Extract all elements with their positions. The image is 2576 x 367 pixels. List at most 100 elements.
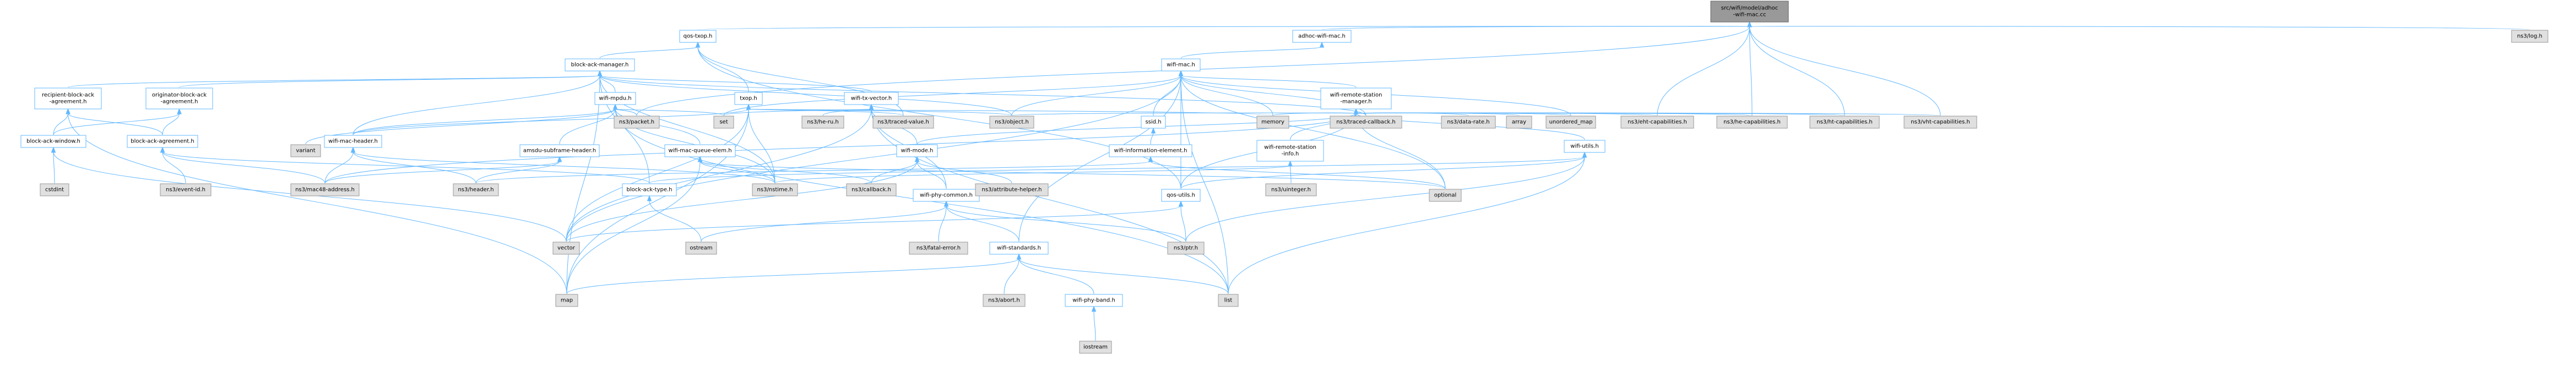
node-ns3-packet-h: ns3/packet.h — [614, 116, 660, 129]
edge-block-ack-agreement-h-to-ns3-mac48-address-h — [160, 146, 326, 184]
edge-root-to-ns3-ht-capabilities-h — [1747, 21, 1845, 116]
node-box — [844, 92, 899, 105]
node-ns3-fatal-error-h: ns3/fatal-error.h — [909, 242, 968, 255]
node-label: adhoc-wifi-mac.h — [1298, 34, 1346, 40]
node-ns3-vht-capabilities-h: ns3/vht-capabilities.h — [1903, 116, 1977, 129]
edge-wifi-utils-h-to-list — [1228, 151, 1587, 294]
node-wifi-remote-station-manager-h[interactable]: wifi-remote-station-manager.h — [1320, 87, 1392, 109]
node-wifi-mac-queue-elem-h[interactable]: wifi-mac-queue-elem.h — [664, 144, 736, 157]
node-wifi-mac-header-h[interactable]: wifi-mac-header.h — [324, 135, 382, 148]
edge-root-to-adhoc-wifi-mac-h — [1321, 21, 1752, 30]
node-wifi-standards-h[interactable]: wifi-standards.h — [989, 242, 1049, 255]
node-label: qos-utils.h — [1167, 193, 1195, 199]
node-originator-block-ack-agreement-h[interactable]: originator-block-ack-agreement.h — [145, 87, 213, 109]
edge-block-ack-manager-h-to-wifi-mac-header-h — [352, 70, 603, 135]
node-label: ssid.h — [1145, 119, 1161, 125]
node-recipient-block-ack-agreement-h[interactable]: recipient-block-ack-agreement.h — [34, 87, 102, 109]
node-ns3-traced-value-h: ns3/traced-value.h — [872, 116, 934, 129]
node-array: array — [1506, 116, 1532, 129]
node-wifi-mac-h[interactable]: wifi-mac.h — [1161, 58, 1201, 72]
node-box — [1292, 30, 1352, 43]
node-label: ns3/nstime.h — [757, 187, 793, 193]
node-block-ack-agreement-h[interactable]: block-ack-agreement.h — [127, 135, 198, 148]
edge-wifi-mac-h-to-memory — [1178, 70, 1273, 116]
node-label: ns3/event-id.h — [166, 187, 205, 193]
node-box — [1620, 116, 1694, 129]
node-memory: memory — [1256, 116, 1289, 129]
edge-wifi-tx-vector-h-to-vector — [566, 103, 874, 242]
node-label: map — [561, 298, 573, 304]
node-box — [1545, 116, 1596, 129]
node-root: src/wifi/model/adhoc-wifi-mac.cc — [1710, 1, 1789, 23]
edge-wifi-remote-station-manager-h-to-ns3-ht-capabilities-h — [1353, 108, 1845, 116]
node-unordered_map: unordered_map — [1545, 116, 1596, 129]
node-label: ns3/fatal-error.h — [916, 245, 961, 251]
node-txop-h[interactable]: txop.h — [734, 92, 763, 105]
node-block-ack-type-h[interactable]: block-ack-type.h — [622, 183, 677, 196]
node-box — [1809, 116, 1880, 129]
edge-wifi-standards-h-to-ns3-abort-h — [1004, 253, 1022, 294]
node-ns3-object-h: ns3/object.h — [989, 116, 1034, 129]
edge-originator-block-ack-agreement-h-to-block-ack-window-h — [53, 108, 182, 135]
node-wifi-tx-vector-h[interactable]: wifi-tx-vector.h — [844, 92, 899, 105]
node-box — [622, 183, 677, 196]
node-box — [40, 183, 69, 196]
node-label: ns3/callback.h — [852, 187, 891, 193]
edge-root-to-ns3-log-h — [1747, 21, 2530, 30]
node-label: ns3/log.h — [2517, 34, 2542, 40]
edge-originator-block-ack-agreement-h-to-block-ack-agreement-h — [162, 108, 182, 135]
node-label: wifi-remote-station — [1330, 92, 1382, 98]
node-ssid-h[interactable]: ssid.h — [1141, 116, 1166, 129]
node-wifi-phy-common-h[interactable]: wifi-phy-common.h — [913, 189, 980, 202]
edge-wifi-standards-h-to-wifi-phy-band-h — [1016, 253, 1094, 294]
node-block-ack-manager-h[interactable]: block-ack-manager.h — [565, 58, 635, 72]
node-ns3-attribute-helper-h: ns3/attribute-helper.h — [975, 183, 1049, 196]
node-wifi-information-element-h[interactable]: wifi-information-element.h — [1109, 144, 1192, 157]
node-box — [1429, 189, 1462, 202]
node-wifi-remote-station-info-h[interactable]: wifi-remote-station-info.h — [1256, 140, 1324, 162]
node-box — [989, 116, 1034, 129]
edge-qos-txop-h-to-block-ack-manager-h — [599, 41, 701, 59]
edge-wifi-standards-h-to-list — [1016, 253, 1229, 294]
node-box — [989, 242, 1049, 255]
node-label: variant — [296, 148, 315, 154]
node-box — [1716, 116, 1788, 129]
node-label: ns3/object.h — [995, 119, 1029, 125]
edge-wifi-mac-queue-elem-h-to-optional — [697, 156, 1446, 189]
node-qos-utils-h[interactable]: qos-utils.h — [1161, 189, 1201, 202]
node-box — [290, 183, 360, 196]
node-label: array — [1512, 119, 1526, 125]
node-ns3-ptr-h: ns3/ptr.h — [1167, 242, 1205, 255]
edge-amsdu-subframe-header-h-to-ns3-mac48-address-h — [324, 156, 562, 184]
node-box — [160, 183, 211, 196]
node-adhoc-wifi-mac-h[interactable]: adhoc-wifi-mac.h — [1292, 30, 1352, 43]
node-label: -agreement.h — [50, 99, 87, 105]
node-label: ns3/eht-capabilities.h — [1628, 119, 1687, 125]
edge-root-to-qos-txop-h — [697, 21, 1752, 30]
node-label: -manager.h — [1340, 99, 1371, 105]
node-amsdu-subframe-header-h[interactable]: amsdu-subframe-header.h — [519, 144, 600, 157]
node-box — [1256, 140, 1324, 162]
node-qos-txop-h[interactable]: qos-txop.h — [679, 30, 717, 43]
node-wifi-phy-band-h[interactable]: wifi-phy-band.h — [1065, 294, 1123, 307]
node-box — [555, 294, 578, 307]
node-box — [1079, 341, 1112, 354]
node-label: qos-txop.h — [684, 34, 713, 40]
node-wifi-mpdu-h[interactable]: wifi-mpdu.h — [594, 92, 636, 105]
node-label: ns3/ht-capabilities.h — [1816, 119, 1873, 125]
node-wifi-mode-h[interactable]: wifi-mode.h — [896, 144, 938, 157]
node-ns3-callback-h: ns3/callback.h — [846, 183, 897, 196]
node-label: wifi-remote-station — [1264, 145, 1316, 151]
edge-wifi-mpdu-h-to-set — [612, 103, 724, 116]
node-block-ack-window-h[interactable]: block-ack-window.h — [20, 135, 86, 148]
edge-wifi-mac-header-h-to-ns3-mac48-address-h — [324, 146, 356, 184]
node-label: ns3/abort.h — [988, 298, 1019, 304]
node-ns3-traced-callback-h: ns3/traced-callback.h — [1330, 116, 1402, 129]
node-ns3-uinteger-h: ns3/uinteger.h — [1265, 183, 1317, 196]
node-label: ns3/vht-capabilities.h — [1911, 119, 1970, 125]
node-label: src/wifi/model/adhoc — [1721, 6, 1778, 12]
node-box — [34, 87, 102, 109]
node-wifi-utils-h[interactable]: wifi-utils.h — [1564, 140, 1606, 153]
edge-block-ack-agreement-h-to-ns3-event-id-h — [160, 146, 186, 184]
